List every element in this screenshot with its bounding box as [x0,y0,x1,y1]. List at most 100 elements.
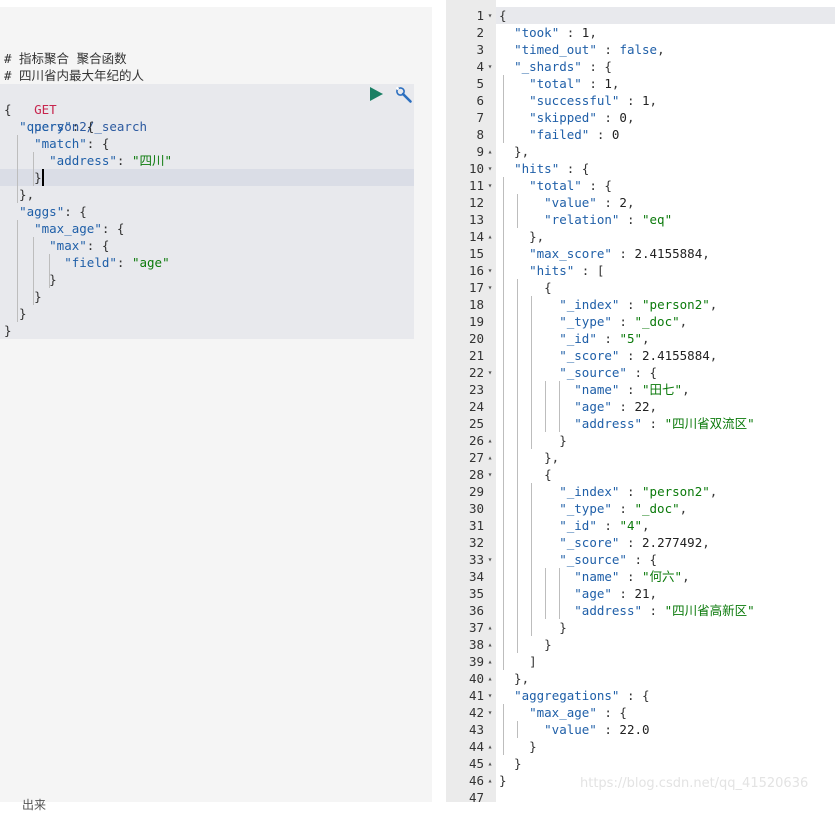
code-line: "_type" : "_doc", [499,313,687,330]
code-line: } [499,636,552,653]
code-token: : [596,331,620,346]
code-line[interactable]: "aggs": { [4,203,87,220]
code-line: } [499,619,567,636]
fold-collapse-icon[interactable]: ▾ [487,470,493,479]
code-token [499,25,514,40]
code-line[interactable]: } [4,271,57,288]
fold-collapse-icon[interactable]: ▾ [487,708,493,717]
fold-end-icon[interactable]: ▴ [487,759,493,768]
fold-collapse-icon[interactable]: ▾ [487,283,493,292]
code-line[interactable]: "field": "age" [4,254,169,271]
fold-end-icon[interactable]: ▴ [487,742,493,751]
pane-divider[interactable] [432,0,446,802]
fold-collapse-icon[interactable]: ▾ [487,266,493,275]
request-editor-pane[interactable]: # 指标聚合 聚合函数 # 四川省内最大年纪的人 GET person2/_se… [0,0,432,812]
fold-end-icon[interactable]: ▴ [487,436,493,445]
code-line[interactable]: } [4,305,27,322]
code-token: : { [64,204,87,219]
code-line[interactable]: "max": { [4,237,109,254]
fold-collapse-icon[interactable]: ▾ [487,62,493,71]
fold-end-icon[interactable]: ▴ [487,623,493,632]
code-token: 1 [642,93,650,108]
code-token: "person2" [642,484,710,499]
code-token [499,535,559,550]
code-token: , [679,501,688,516]
request-line[interactable]: GET person2/_search [4,84,147,134]
response-viewer-pane[interactable]: 1▾{2 "took" : 1,3 "timed_out" : false,4▾… [446,0,835,805]
request-settings-button[interactable] [395,86,412,103]
line-number: 15 [468,246,484,261]
code-token: "address" [574,603,642,618]
line-number: 12 [468,195,484,210]
code-line: "_type" : "_doc", [499,500,687,517]
fold-collapse-icon[interactable]: ▾ [487,181,493,190]
code-token: "total" [529,76,582,91]
code-token: , [682,382,690,397]
indent-guide [559,568,560,619]
code-token: 2 [619,195,627,210]
line-number: 13 [468,212,484,227]
code-line: "total" : { [499,177,612,194]
code-token: "failed" [529,127,590,142]
fold-end-icon[interactable]: ▴ [487,147,493,156]
request-block[interactable] [0,84,414,339]
code-token: "_id" [559,331,597,346]
fold-collapse-icon[interactable]: ▾ [487,164,493,173]
line-number: 42 [468,705,484,720]
code-line[interactable]: { [4,101,12,118]
line-number: 4 [476,59,484,74]
code-token [4,255,64,270]
code-token: 0 [619,110,627,125]
code-line[interactable]: "match": { [4,135,109,152]
code-token: "age" [574,586,612,601]
code-token: : [116,153,132,168]
code-token: : [619,569,642,584]
code-line[interactable]: "address": "四川" [4,152,172,169]
code-token: , [709,484,718,499]
code-token: }, [4,187,35,202]
code-token [499,484,559,499]
code-line[interactable]: } [4,288,42,305]
line-number: 31 [468,518,484,533]
fold-collapse-icon[interactable]: ▾ [487,368,493,377]
code-line[interactable]: "query": { [4,118,94,135]
indent-guide [545,381,546,432]
code-line: "_shards" : { [499,58,612,75]
code-token: } [4,323,12,338]
line-number: 3 [476,42,484,57]
fold-collapse-icon[interactable]: ▾ [487,555,493,564]
code-token: "max_score" [529,246,612,261]
fold-collapse-icon[interactable]: ▾ [487,11,493,20]
code-token: 2.4155884 [642,348,710,363]
line-number: 30 [468,501,484,516]
code-line: "timed_out" : false, [499,41,665,58]
code-token [499,552,559,567]
code-token: "hits" [529,263,575,278]
fold-end-icon[interactable]: ▴ [487,453,493,462]
code-token: "successful" [529,93,620,108]
line-number: 46 [468,773,484,788]
fold-end-icon[interactable]: ▴ [487,657,493,666]
code-line[interactable]: "max_age": { [4,220,124,237]
code-token [4,221,34,236]
fold-end-icon[interactable]: ▴ [487,640,493,649]
code-line: "took" : 1, [499,24,597,41]
code-token: "四川" [131,153,173,168]
code-line: "_index" : "person2", [499,296,717,313]
code-token: , [649,93,658,108]
code-token: : { [581,59,612,74]
code-token: "田七" [642,382,683,397]
code-line[interactable]: }, [4,186,34,203]
code-token: "query" [19,119,72,134]
fold-collapse-icon[interactable]: ▾ [487,691,493,700]
fold-end-icon[interactable]: ▴ [487,232,493,241]
line-number: 40 [468,671,484,686]
fold-end-icon[interactable]: ▴ [487,776,493,785]
code-token: : [619,212,642,227]
run-request-button[interactable] [368,86,384,102]
indent-guide [33,152,34,186]
line-number: 23 [468,382,484,397]
fold-end-icon[interactable]: ▴ [487,674,493,683]
code-line[interactable]: } [4,322,12,339]
code-line[interactable]: } [4,169,42,186]
